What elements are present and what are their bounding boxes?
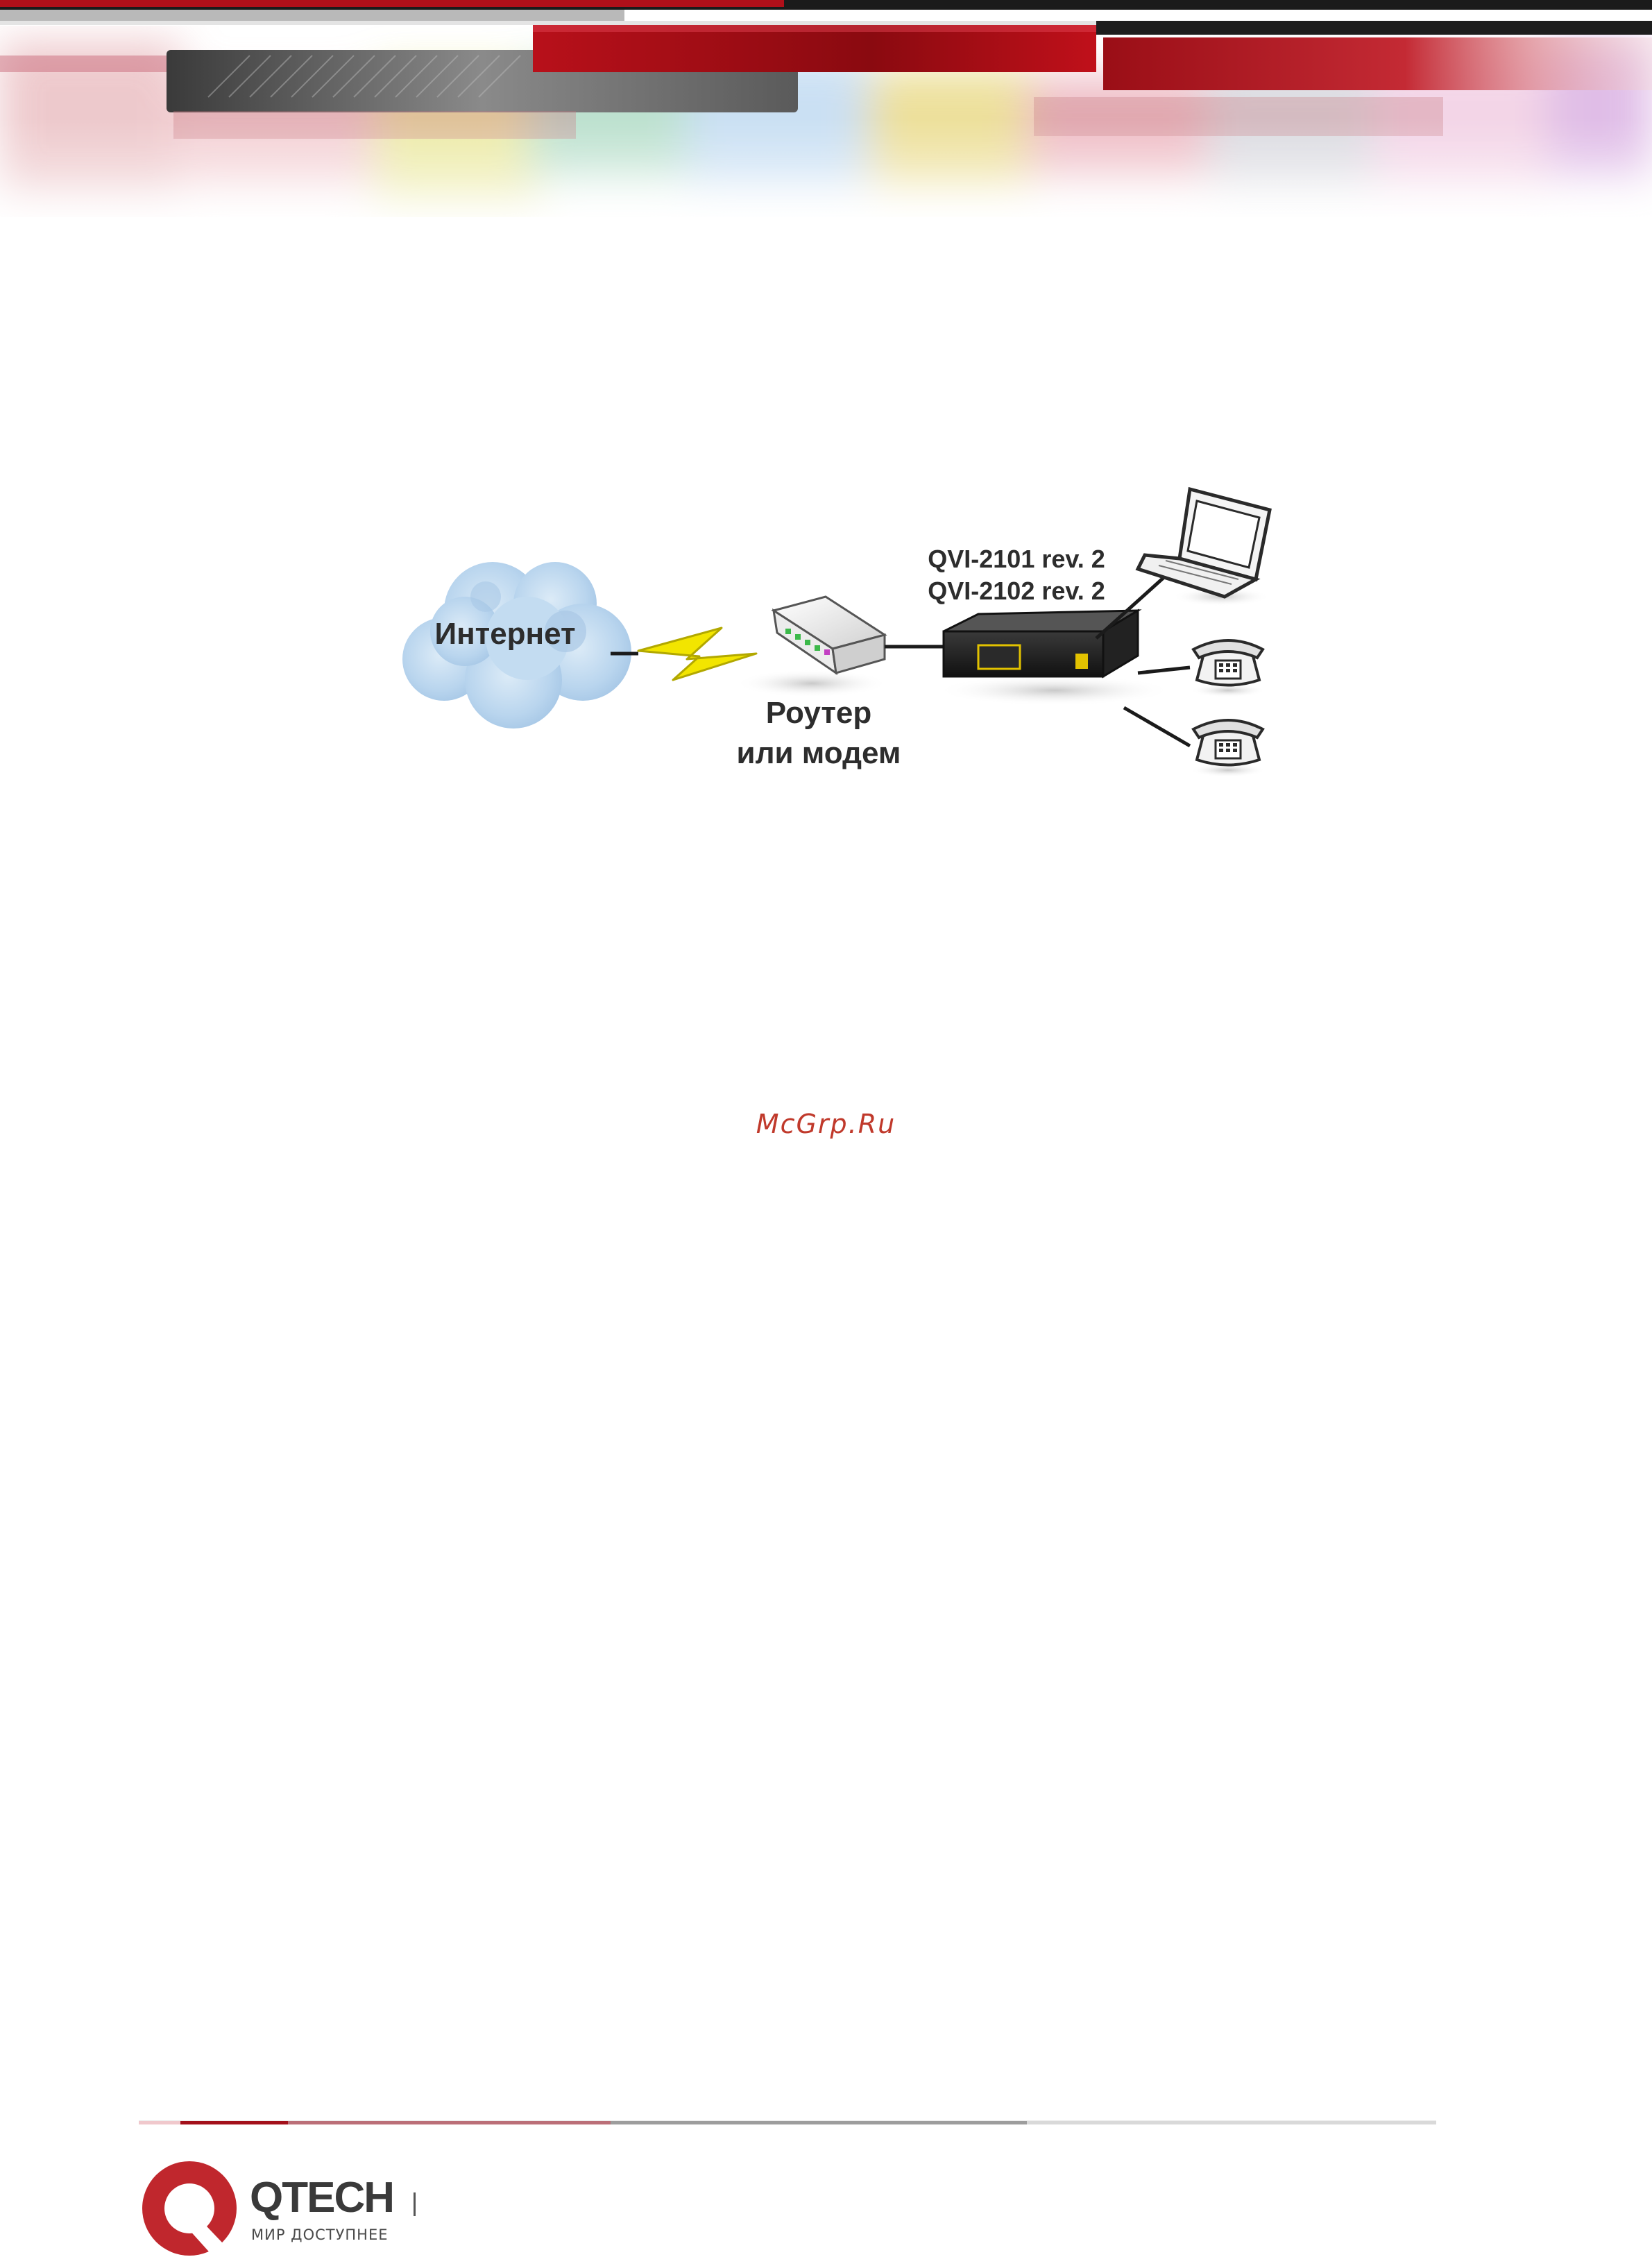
device-label-line1: QVI-2101 rev. 2 (928, 545, 1105, 573)
phone-icon (1190, 640, 1266, 697)
voip-gateway-icon (937, 611, 1173, 706)
footer-divider (139, 2119, 1436, 2127)
connection-line (1138, 667, 1190, 673)
header-banner (0, 0, 1652, 291)
laptop-icon (1138, 489, 1270, 606)
lightning-bolt-icon (638, 628, 756, 680)
qtech-logo: QTECH МИР ДОСТУПНЕЕ (139, 2158, 444, 2257)
watermark: McGrp.Ru (0, 1109, 1652, 1139)
connection-line (1124, 708, 1190, 746)
footer-separator (414, 2192, 416, 2216)
internet-label: Интернет (434, 617, 575, 651)
qtech-q-icon (142, 2161, 237, 2257)
device-label-line2: QVI-2102 rev. 2 (928, 577, 1105, 605)
router-label-line1: Роутер (766, 696, 871, 730)
router-label-line2: или модем (737, 736, 901, 770)
brand-name: QTECH (250, 2174, 393, 2222)
phone-icon (1190, 720, 1266, 777)
router-icon (735, 597, 888, 697)
brand-slogan: МИР ДОСТУПНЕЕ (251, 2226, 389, 2243)
network-diagram: Интернет Роутер или модем QVI-2101 rev. … (368, 472, 1297, 805)
